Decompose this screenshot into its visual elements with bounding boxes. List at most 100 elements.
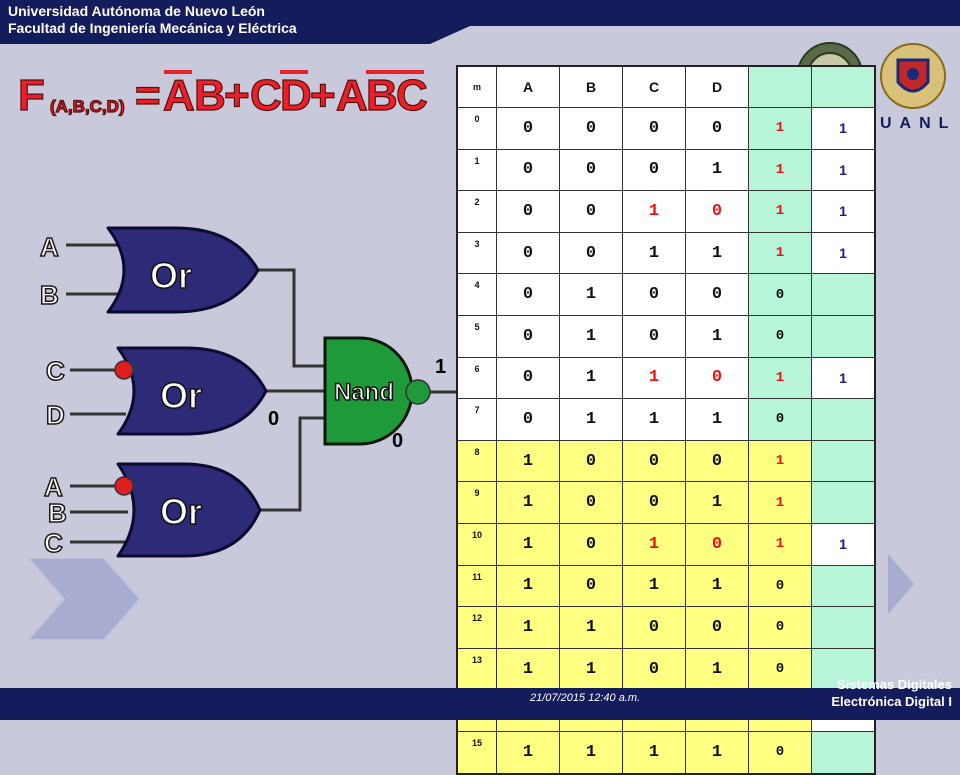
input-a1: A <box>40 232 59 262</box>
formula-term2-c: C <box>250 71 282 120</box>
cell-a: 0 <box>496 231 560 275</box>
cell-a: 1 <box>496 439 560 483</box>
header-c: C <box>622 65 686 108</box>
cell-m: 4 <box>456 273 497 316</box>
formula-equals: = <box>135 71 161 120</box>
cell-g <box>811 398 876 441</box>
cell-d: 0 <box>685 522 749 566</box>
formula-plus2: + <box>310 71 336 120</box>
cell-g <box>811 314 876 358</box>
cell-c: 0 <box>622 273 686 316</box>
cell-g <box>811 481 876 524</box>
output-value: 1 <box>435 356 447 378</box>
cell-b: 0 <box>559 148 623 192</box>
cell-m: 12 <box>456 606 497 649</box>
nand-gate-label: Nand <box>334 379 394 406</box>
cell-g: 1 <box>811 522 876 566</box>
input-d2: D <box>46 400 65 430</box>
cell-a: 0 <box>496 148 560 192</box>
cell-f: 0 <box>748 647 812 691</box>
formula-term2-d: D <box>280 71 312 120</box>
header-f <box>748 65 812 108</box>
cell-b: 0 <box>559 564 623 608</box>
cell-g: 1 <box>811 148 876 192</box>
cell-f: 0 <box>748 730 812 775</box>
input-b1: B <box>40 280 59 310</box>
cell-a: 0 <box>496 398 560 441</box>
cell-f: 1 <box>748 522 812 566</box>
cell-c: 0 <box>622 439 686 483</box>
nand-output-bubble <box>405 379 431 405</box>
course-line-1: Sistemas Digitales <box>837 677 952 692</box>
course-title: Sistemas Digitales Electrónica Digital I <box>831 676 952 710</box>
or-gate-2-label: Or <box>160 375 202 416</box>
cell-c: 1 <box>622 522 686 566</box>
cell-g <box>811 273 876 316</box>
footer-bar <box>0 688 960 720</box>
cell-b: 1 <box>559 356 623 400</box>
or-gate-1-label: Or <box>150 255 192 296</box>
logic-circuit: Or Or Or Nand A B C D A B C <box>39 226 470 559</box>
boolean-formula: F (A,B,C,D) = A B + C D + A B C <box>18 70 428 121</box>
cell-m: 15 <box>456 730 497 775</box>
cell-b: 1 <box>559 314 623 358</box>
input-b3: B <box>48 498 67 528</box>
cell-d: 1 <box>685 148 749 192</box>
institution-title: Universidad Autónoma de Nuevo León Facul… <box>8 3 297 37</box>
uanl-shield-logo <box>880 43 946 109</box>
cell-f: 1 <box>748 481 812 524</box>
cell-c: 1 <box>622 730 686 775</box>
next-chevron-icon[interactable] <box>888 554 914 614</box>
or-gate-2 <box>116 346 268 436</box>
university-name: Universidad Autónoma de Nuevo León <box>8 3 265 19</box>
cell-m: 13 <box>456 647 497 691</box>
cell-c: 0 <box>622 148 686 192</box>
truth-table-header: m A B C D <box>456 65 876 108</box>
cell-b: 1 <box>559 730 623 775</box>
input-a3: A <box>44 472 63 502</box>
or2-output-value: 0 <box>268 408 280 430</box>
cell-g: 1 <box>811 107 876 150</box>
cell-a: 1 <box>496 606 560 649</box>
header-decoration <box>430 26 960 44</box>
cell-d: 1 <box>685 398 749 441</box>
cell-b: 0 <box>559 231 623 275</box>
previous-chevron-icon[interactable] <box>28 558 140 640</box>
cell-b: 0 <box>559 107 623 150</box>
cell-f: 1 <box>748 107 812 150</box>
cell-m: 6 <box>456 356 497 400</box>
cell-g: 1 <box>811 356 876 400</box>
cell-m: 10 <box>456 522 497 566</box>
cell-b: 0 <box>559 439 623 483</box>
cell-d: 1 <box>685 231 749 275</box>
cell-m: 5 <box>456 314 497 358</box>
formula-function: F <box>18 71 45 120</box>
cell-a: 1 <box>496 730 560 775</box>
cell-f: 1 <box>748 190 812 233</box>
cell-b: 0 <box>559 481 623 524</box>
cell-a: 0 <box>496 314 560 358</box>
cell-a: 1 <box>496 522 560 566</box>
cell-a: 1 <box>496 564 560 608</box>
cell-f: 0 <box>748 273 812 316</box>
header-d: D <box>685 65 749 108</box>
header-b: B <box>559 65 623 108</box>
cell-b: 0 <box>559 522 623 566</box>
formula-term3-a: A <box>336 71 368 120</box>
cell-c: 1 <box>622 190 686 233</box>
course-line-2: Electrónica Digital I <box>831 694 952 709</box>
cell-g <box>811 606 876 649</box>
cell-c: 1 <box>622 398 686 441</box>
inverter-bubble-c <box>114 360 134 380</box>
cell-a: 0 <box>496 356 560 400</box>
